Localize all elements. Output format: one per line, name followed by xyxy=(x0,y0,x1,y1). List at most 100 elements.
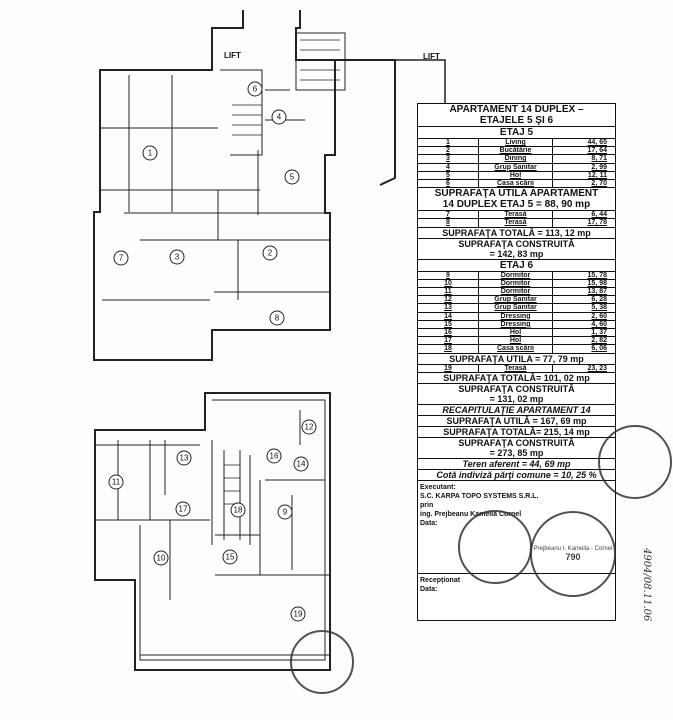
room-area-cell: 5, 38 xyxy=(591,304,607,312)
room-name-cell: Bucătărie xyxy=(479,147,553,155)
room-number: 11 xyxy=(108,474,124,490)
room-number-cell: 6 xyxy=(418,180,479,188)
room-number: 16 xyxy=(266,448,282,464)
room-number: 12 xyxy=(301,419,317,435)
room-area-cell: 15, 98 xyxy=(587,279,607,287)
common-share: Cotă indiviză părţi comune = 10, 25 % xyxy=(418,470,615,481)
floor-6-usable-area: SUPRAFAŢA UTILA = 77, 79 mp xyxy=(418,354,615,365)
room-name-cell: Dormitor xyxy=(479,271,553,279)
room-name-cell: Casa scării xyxy=(479,345,553,353)
lift-label: LIFT xyxy=(224,51,241,60)
room-number-cell: 7 xyxy=(418,211,479,219)
room-number: 13 xyxy=(176,450,192,466)
room-name-cell: Grup Sanitar xyxy=(479,304,553,312)
room-number-cell: 14 xyxy=(418,312,479,320)
room-number: 15 xyxy=(222,549,238,565)
room-number-cell: 2 xyxy=(418,147,479,155)
room-number-cell: 9 xyxy=(418,271,479,279)
room-area-cell: 12, 11 xyxy=(587,171,607,179)
room-name-cell: Dressing xyxy=(479,312,553,320)
upper-floor-plan xyxy=(93,10,446,361)
room-number: 5 xyxy=(284,169,300,185)
floor-5-total-area: SUPRAFAŢA TOTALĂ = 113, 12 mp xyxy=(418,228,615,239)
room-area-cell: 1, 37 xyxy=(591,329,607,337)
room-name-cell: Dining xyxy=(479,155,553,163)
room-area-cell: 2, 99 xyxy=(591,163,607,171)
room-area-cell: 44, 65 xyxy=(587,139,607,146)
floor-6-heading: ETAJ 6 xyxy=(418,260,615,272)
room-number: 9 xyxy=(277,504,293,520)
room-number-cell: 4 xyxy=(418,163,479,171)
room-number: 6 xyxy=(247,81,263,97)
lift-label: LIFT xyxy=(423,52,440,61)
room-number: 10 xyxy=(153,550,169,566)
room-name-cell: Hol xyxy=(479,171,553,180)
floor-6-total-area: SUPRAFAŢA TOTALĂ= 101, 02 mp xyxy=(418,373,615,384)
room-number: 17 xyxy=(175,501,191,517)
room-number-cell: 16 xyxy=(418,329,479,337)
recap-built-area: SUPRAFAŢA CONSTRUITĂ= 273, 85 mp xyxy=(418,438,615,459)
room-number-cell: 3 xyxy=(418,155,479,163)
room-number: 4 xyxy=(271,109,287,125)
room-name-cell: Terasă xyxy=(479,219,553,227)
room-area-cell: 15, 78 xyxy=(587,271,607,279)
room-area-cell: 2, 60 xyxy=(591,312,607,320)
room-name-cell: Dressing xyxy=(479,320,553,329)
room-number-cell: 17 xyxy=(418,337,479,345)
cadastre-stamp xyxy=(598,425,672,499)
room-name-cell: Terasă xyxy=(479,211,553,219)
room-number-cell: 12 xyxy=(418,296,479,304)
table-title: APARTAMENT 14 DUPLEX –ETAJELE 5 ŞI 6 xyxy=(418,104,615,127)
room-number-cell: 10 xyxy=(418,279,479,288)
recap-total-area: SUPRAFAŢA TOTALĂ= 215, 14 mp xyxy=(418,427,615,438)
room-number-cell: 15 xyxy=(418,320,479,329)
room-area-cell: 13, 87 xyxy=(587,288,607,296)
room-name-cell: Terasă xyxy=(479,364,553,372)
room-area-cell: 6, 28 xyxy=(591,296,607,304)
room-area-cell: 4, 60 xyxy=(591,320,607,328)
floor-5-heading: ETAJ 5 xyxy=(418,127,615,139)
room-number-cell: 8 xyxy=(418,219,479,227)
company-stamp xyxy=(458,510,532,584)
room-name-cell: Living xyxy=(479,139,553,147)
room-number: 7 xyxy=(113,250,129,266)
room-area-cell: 17, 78 xyxy=(587,219,607,227)
room-area-cell: 2, 70 xyxy=(591,180,607,188)
room-number: 8 xyxy=(269,310,285,326)
room-number-cell: 5 xyxy=(418,171,479,180)
room-area-cell: 6, 06 xyxy=(591,345,607,353)
handwritten-registration-number: 4904/08.11.06 xyxy=(641,548,652,622)
floor-6-built-area: SUPRAFAŢA CONSTRUITĂ= 131, 02 mp xyxy=(418,384,615,405)
room-name-cell: Casa scării xyxy=(479,180,553,188)
room-area-cell: 17, 64 xyxy=(587,147,607,155)
room-number-cell: 19 xyxy=(418,364,479,372)
room-number-cell: 13 xyxy=(418,304,479,312)
room-number: 3 xyxy=(169,249,185,265)
room-name-cell: Dormitor xyxy=(479,279,553,288)
room-number: 19 xyxy=(290,606,306,622)
room-name-cell: Hol xyxy=(479,329,553,337)
floor-5-built-area: SUPRAFAŢA CONSTRUITĂ= 142, 83 mp xyxy=(418,239,615,260)
room-name-cell: Dormitor xyxy=(479,288,553,296)
room-name-cell: Hol xyxy=(479,337,553,345)
room-number-cell: 18 xyxy=(418,345,479,353)
